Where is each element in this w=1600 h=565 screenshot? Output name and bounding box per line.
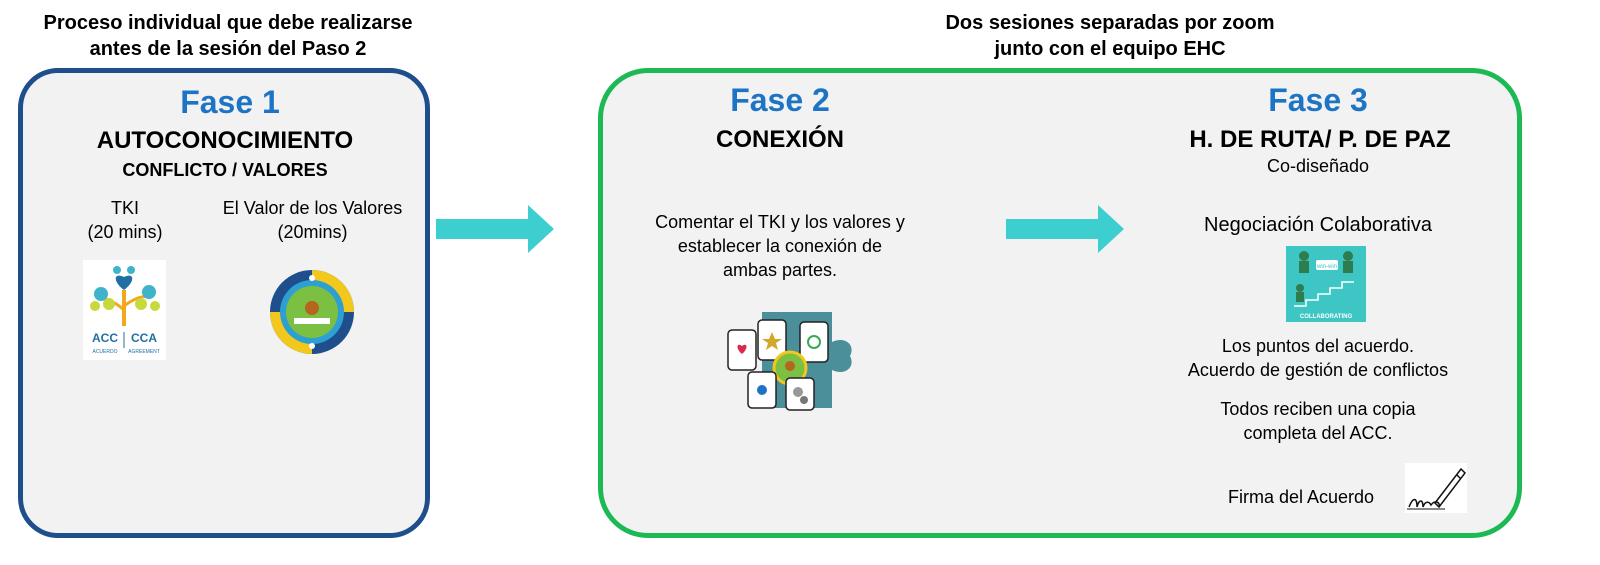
phase2-desc-line3: ambas partes. [722, 260, 838, 280]
arrow-right-icon [436, 205, 554, 253]
phase1-title: Fase 1 [180, 84, 280, 120]
copia-block: Todos reciben una copia completa del ACC… [1168, 397, 1468, 445]
phase2-heading: CONEXIÓN [715, 126, 844, 153]
puntos-line2: Acuerdo de gestión de conflictos [1187, 360, 1449, 380]
caption-left-line2: antes de la sesión del Paso 2 [89, 38, 367, 60]
phase3-subheading: Co-diseñado [1266, 156, 1370, 176]
caption-left-line1: Proceso individual que debe realizarse [43, 12, 413, 34]
phase3-title: Fase 3 [1268, 82, 1368, 118]
phase2-desc-line1: Comentar el TKI y los valores y [655, 212, 905, 232]
tki-label: TKI [110, 198, 139, 218]
acc-logo-right-text: CCA [131, 331, 157, 345]
phase1-subheading: CONFLICTO / VALORES [122, 160, 328, 180]
signature [1405, 463, 1467, 513]
phase2-desc-line2: establecer la conexión de [677, 236, 883, 256]
compass-values [268, 268, 356, 356]
collab-caption: COLLABORATING [1300, 314, 1353, 320]
caption-left: Proceso individual que debe realizarse a… [18, 10, 438, 62]
puzzle-cards-icon [727, 312, 852, 411]
signature-pen-icon [1407, 467, 1466, 510]
acc-logo-left-small: ACUERDO [92, 349, 117, 355]
collab-bubble: win-win [1316, 264, 1337, 270]
puntos-block: Los puntos del acuerdo. Acuerdo de gesti… [1148, 334, 1488, 382]
negociacion-label: Negociación Colaborativa [1204, 214, 1432, 236]
compass-values-icon [270, 270, 354, 354]
caption-right-line1: Dos sesiones separadas por zoom [945, 12, 1275, 34]
phase2-title: Fase 2 [730, 82, 830, 118]
puntos-line1: Los puntos del acuerdo. [1221, 336, 1415, 356]
tki-block: TKI (20 mins) [50, 196, 200, 244]
phase3-heading: H. DE RUTA/ P. DE PAZ [1189, 126, 1451, 153]
valores-label: El Valor de los Valores [222, 198, 403, 218]
caption-right-line2: junto con el equipo EHC [994, 38, 1226, 60]
acc-logo-right-small: AGREEMENT [128, 349, 160, 355]
valores-duration: (20mins) [277, 222, 348, 242]
copia-line2: completa del ACC. [1243, 423, 1393, 443]
firma-label: Firma del Acuerdo [1228, 487, 1375, 507]
collaborating-image: win-win COLLABORATING [1286, 246, 1366, 322]
arrow-right-icon-2 [1006, 205, 1124, 253]
copia-line1: Todos reciben una copia [1220, 399, 1416, 419]
caption-right: Dos sesiones separadas por zoom junto co… [880, 10, 1340, 62]
phase2-description: Comentar el TKI y los valores y establec… [630, 210, 930, 282]
acc-logo-left-text: ACC [92, 331, 118, 345]
acc-logo: ACC CCA ACUERDO AGREEMENT [83, 260, 166, 360]
valores-block: El Valor de los Valores (20mins) [205, 196, 420, 244]
tree-heart-logo-icon: ACC CCA ACUERDO AGREEMENT [90, 266, 160, 355]
puzzle-cards [722, 308, 858, 412]
tki-duration: (20 mins) [87, 222, 163, 242]
phase1-heading: AUTOCONOCIMIENTO [96, 127, 354, 154]
phase23-panel [598, 68, 1522, 538]
